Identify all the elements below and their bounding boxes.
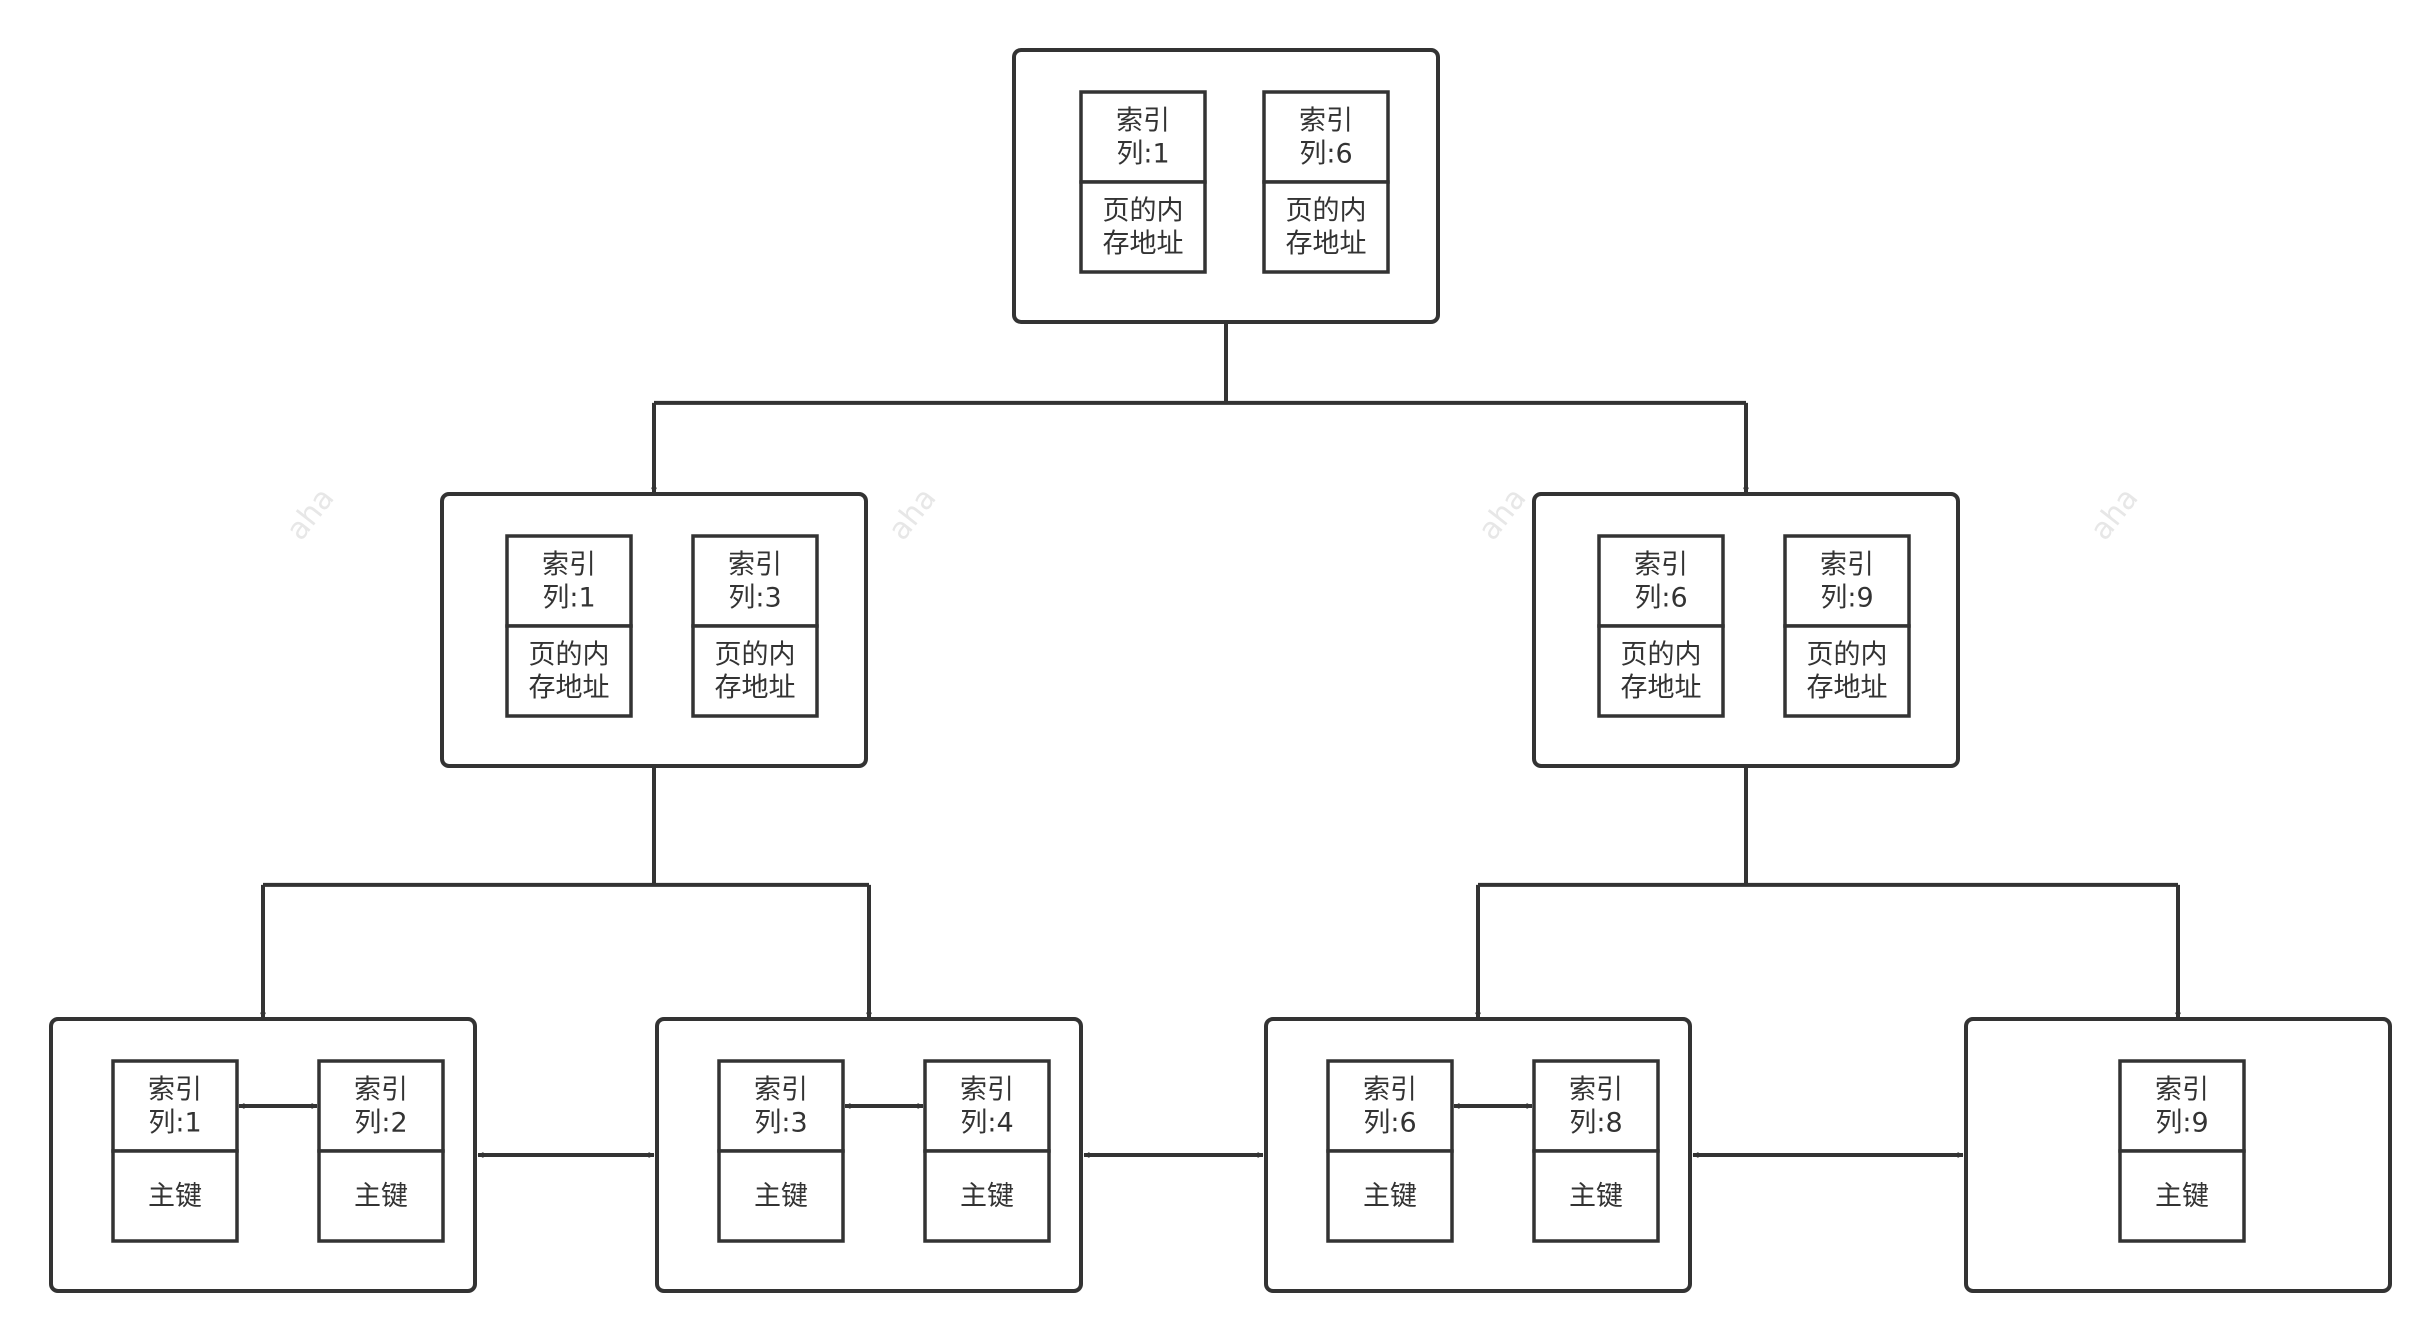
value-cell <box>1326 1149 1454 1243</box>
value-label: 主键 <box>148 1181 202 1212</box>
value-label: 页的内存地址 <box>529 640 610 704</box>
index-entry: 索引列:2 主键 <box>317 1059 445 1243</box>
key-label: 索引列:1 <box>148 1075 202 1139</box>
index-entry: 索引列:1 页的内存地址 <box>1079 90 1207 274</box>
key-label: 索引列:1 <box>1116 106 1170 170</box>
tree-node-leaf-2: 索引列:3 主键 索引列:4 主键 <box>655 1017 1083 1293</box>
value-label: 页的内存地址 <box>1103 196 1184 260</box>
tree-node-leaf-4: 索引列:9 主键 <box>1964 1017 2392 1293</box>
key-cell <box>691 534 819 628</box>
value-cell <box>1532 1149 1660 1243</box>
key-cell <box>1262 90 1390 184</box>
key-label: 索引列:9 <box>1820 550 1874 614</box>
value-cell <box>111 1149 239 1243</box>
value-label: 主键 <box>960 1181 1014 1212</box>
key-cell <box>505 534 633 628</box>
key-cell <box>317 1059 445 1153</box>
key-cell <box>717 1059 845 1153</box>
value-cell <box>1783 624 1911 718</box>
index-entry: 索引列:1 页的内存地址 <box>505 534 633 718</box>
index-entry: 索引列:8 主键 <box>1532 1059 1660 1243</box>
value-cell <box>923 1149 1051 1243</box>
value-label: 主键 <box>354 1181 408 1212</box>
key-label: 索引列:1 <box>542 550 596 614</box>
index-entry: 索引列:4 主键 <box>923 1059 1051 1243</box>
index-entry: 索引列:3 主键 <box>717 1059 845 1243</box>
index-entry: 索引列:9 页的内存地址 <box>1783 534 1911 718</box>
key-cell <box>1326 1059 1454 1153</box>
value-label: 页的内存地址 <box>1286 196 1367 260</box>
watermark-text: aha <box>2084 481 2146 547</box>
key-label: 索引列:3 <box>754 1075 808 1139</box>
key-cell <box>923 1059 1051 1153</box>
key-cell <box>1597 534 1725 628</box>
key-label: 索引列:6 <box>1299 106 1353 170</box>
edges-from-internal-right <box>1475 766 2181 1019</box>
node-layer: 索引列:1页的内存地址索引列:6页的内存地址索引列:1页的内存地址索引列:3页的… <box>49 48 2392 1293</box>
value-label: 主键 <box>2155 1181 2209 1212</box>
index-entry: 索引列:6 主键 <box>1326 1059 1454 1243</box>
index-entry: 索引列:6 页的内存地址 <box>1597 534 1725 718</box>
value-label: 主键 <box>754 1181 808 1212</box>
index-entry: 索引列:9 主键 <box>2118 1059 2246 1243</box>
key-label: 索引列:9 <box>2155 1075 2209 1139</box>
value-cell <box>717 1149 845 1243</box>
key-cell <box>1079 90 1207 184</box>
key-label: 索引列:8 <box>1569 1075 1623 1139</box>
edge-layer <box>260 322 2181 1158</box>
value-cell <box>505 624 633 718</box>
value-cell <box>2118 1149 2246 1243</box>
value-label: 页的内存地址 <box>1807 640 1888 704</box>
index-entry: 索引列:6 页的内存地址 <box>1262 90 1390 274</box>
key-label: 索引列:6 <box>1634 550 1688 614</box>
key-label: 索引列:4 <box>960 1075 1014 1139</box>
key-label: 索引列:3 <box>728 550 782 614</box>
watermark-text: aha <box>1472 481 1534 547</box>
tree-node-leaf-3: 索引列:6 主键 索引列:8 主键 <box>1264 1017 1692 1293</box>
value-label: 主键 <box>1363 1181 1417 1212</box>
tree-node-leaf-1: 索引列:1 主键 索引列:2 主键 <box>49 1017 477 1293</box>
key-cell <box>111 1059 239 1153</box>
value-cell <box>691 624 819 718</box>
watermark-text: aha <box>280 481 342 547</box>
value-label: 主键 <box>1569 1181 1623 1212</box>
value-label: 页的内存地址 <box>715 640 796 704</box>
value-cell <box>1262 180 1390 274</box>
edges-from-internal-left <box>260 766 872 1019</box>
index-entry: 索引列:3 页的内存地址 <box>691 534 819 718</box>
value-cell <box>317 1149 445 1243</box>
value-label: 页的内存地址 <box>1621 640 1702 704</box>
value-cell <box>1597 624 1725 718</box>
watermark-text: aha <box>882 481 944 547</box>
value-cell <box>1079 180 1207 274</box>
index-entry: 索引列:1 主键 <box>111 1059 239 1243</box>
edges-from-root <box>651 322 1749 494</box>
key-label: 索引列:6 <box>1363 1075 1417 1139</box>
key-label: 索引列:2 <box>354 1075 408 1139</box>
key-cell <box>1532 1059 1660 1153</box>
